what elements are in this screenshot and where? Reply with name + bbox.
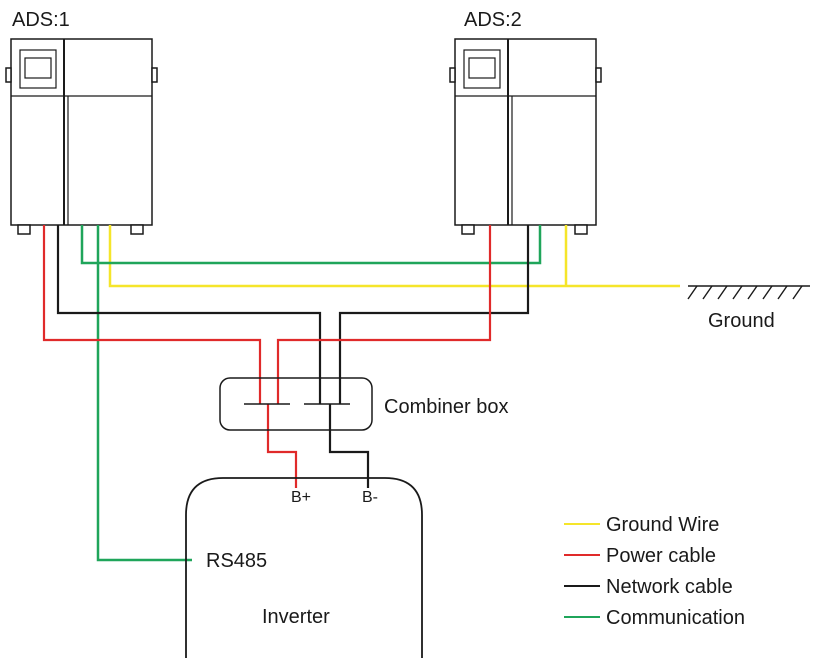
ads-2-cabinet: [454, 38, 597, 226]
power-cables: [42, 225, 492, 488]
ads-1-cabinet: [10, 38, 153, 226]
ads-unit-1: ADS:1: [5, 9, 158, 235]
legend-label-communication: Communication: [606, 607, 745, 629]
legend-label-ground-wire: Ground Wire: [606, 514, 719, 536]
comm-link-ads1-ads2: [80, 225, 542, 265]
legend-label-network-cable: Network cable: [606, 576, 733, 598]
ads-2-label: ADS:2: [464, 9, 522, 31]
inverter: B+ B- RS485 Inverter: [185, 477, 423, 658]
ads-unit-2: ADS:2: [449, 9, 602, 235]
combiner-box: Combiner box: [219, 377, 509, 431]
ads-2-display-frame: [463, 49, 501, 89]
power-cable-ads-1: [42, 225, 262, 404]
comm-cable-to-inverter: [96, 225, 192, 562]
inverter-port-b-minus: B-: [362, 489, 378, 506]
inverter-label: Inverter: [262, 606, 330, 628]
power-cable-b-plus: [266, 404, 298, 488]
legend-item-network-cable: Network cable: [564, 576, 733, 598]
ground-wires: [108, 225, 680, 288]
ads-1-display-frame: [19, 49, 57, 89]
ground-symbol: [687, 285, 810, 300]
ads-1-screen: [24, 57, 52, 79]
communication-cables: [80, 225, 542, 562]
network-cable-ads-2: [338, 225, 530, 404]
legend-item-power-cable: Power cable: [564, 545, 716, 567]
ground-label: Ground: [708, 310, 775, 332]
inverter-port-b-plus: B+: [291, 489, 311, 506]
ads-1-label: ADS:1: [12, 9, 70, 31]
legend-label-power-cable: Power cable: [606, 545, 716, 567]
legend-item-communication: Communication: [564, 607, 745, 629]
combiner-box-label: Combiner box: [384, 396, 509, 418]
legend-item-ground-wire: Ground Wire: [564, 514, 719, 536]
network-cable-ads-1: [56, 225, 322, 404]
inverter-outline: [185, 477, 423, 658]
combiner-box-frame: [219, 377, 373, 431]
network-cables: [56, 225, 530, 488]
power-cable-ads-2: [276, 225, 492, 404]
ground-wire-ads-1: [108, 225, 680, 288]
legend: Ground Wire Power cable Network cable Co…: [564, 514, 745, 629]
network-cable-b-minus: [328, 404, 370, 488]
ads-2-screen: [468, 57, 496, 79]
inverter-port-rs485: RS485: [206, 550, 267, 572]
